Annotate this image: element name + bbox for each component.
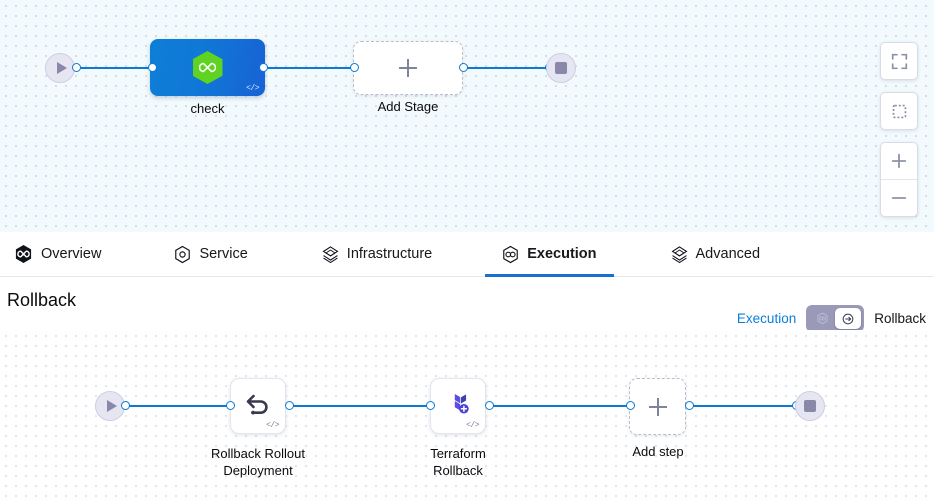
rollback-start-node[interactable]	[95, 391, 125, 421]
connector-start-to-check	[76, 67, 156, 69]
play-icon	[56, 62, 67, 74]
execution-rollback-switch[interactable]	[806, 305, 865, 332]
hexagon-filled-icon	[14, 244, 33, 264]
tab-label: Overview	[41, 246, 102, 262]
code-badge-icon: </>	[266, 421, 279, 430]
step-label-rollback-rollout-deployment: Rollback Rollout Deployment	[178, 445, 338, 479]
connector-dot	[685, 401, 694, 410]
zoom-out-button[interactable]	[881, 180, 917, 216]
fit-to-screen-button[interactable]	[881, 43, 917, 79]
tab-label: Execution	[527, 246, 597, 262]
hexagon-cycle-icon	[502, 245, 519, 264]
play-icon	[106, 400, 117, 412]
stage-label-check: check	[190, 101, 225, 116]
add-stage-label: Add Stage	[377, 99, 439, 114]
code-badge-icon: </>	[466, 421, 479, 430]
tab-execution[interactable]: Execution	[485, 232, 614, 277]
zoom-in-button[interactable]	[881, 143, 917, 179]
tab-advanced[interactable]: Advanced	[671, 232, 761, 277]
plus-icon	[891, 153, 907, 169]
connector-step1-to-step2	[288, 405, 460, 407]
divider	[881, 179, 917, 180]
step-node-terraform-rollback[interactable]: </>	[430, 378, 486, 434]
hexagon-circle-icon	[174, 245, 191, 264]
connector-dot	[72, 63, 81, 72]
connector-dot	[226, 401, 235, 410]
connector-start-to-step1	[125, 405, 230, 407]
toggle-label-rollback[interactable]: Rollback	[874, 311, 926, 326]
connector-dot	[350, 63, 359, 72]
step-label-line-2: Rollback	[433, 463, 483, 478]
connector-addstep-to-end	[688, 405, 808, 407]
pipeline-tab-bar[interactable]: Overview Service Infrastructure	[0, 232, 934, 277]
add-step-button[interactable]	[629, 378, 686, 435]
step-label-terraform-rollback: Terraform Rollback	[388, 445, 528, 479]
rollback-arrow-icon	[246, 394, 268, 415]
connector-dot	[148, 63, 157, 72]
connector-dot	[121, 401, 130, 410]
add-stage-button[interactable]	[353, 41, 463, 95]
connector-dot	[285, 401, 294, 410]
step-node-rollback-rollout-deployment[interactable]: </>	[230, 378, 286, 434]
stage-node-check[interactable]: </>	[150, 39, 265, 96]
layers-diamond-icon	[322, 245, 339, 264]
connector-step2-to-addstep	[488, 405, 630, 407]
layers-diamond-icon	[671, 245, 688, 264]
fit-to-screen-control[interactable]	[880, 42, 918, 80]
stage-canvas[interactable]: </> check Add Stage	[0, 0, 934, 232]
tab-infrastructure[interactable]: Infrastructure	[322, 232, 432, 277]
tab-label: Infrastructure	[346, 246, 433, 262]
connector-dot	[626, 401, 635, 410]
tab-overview[interactable]: Overview	[14, 232, 101, 277]
page-title: Rollback	[7, 290, 77, 310]
step-label-line-1: Rollback Rollout	[211, 446, 305, 461]
execution-icon	[817, 312, 828, 325]
plus-icon	[648, 397, 667, 416]
zoom-control-group[interactable]	[880, 142, 918, 217]
toggle-label-execution[interactable]: Execution	[736, 311, 797, 326]
connector-dot	[259, 63, 268, 72]
rollback-icon	[842, 313, 854, 324]
select-area-button[interactable]	[881, 93, 917, 129]
step-label-line-1: Terraform	[430, 446, 486, 461]
terraform-icon	[454, 393, 469, 414]
tab-label: Service	[199, 246, 248, 262]
expand-icon	[891, 53, 907, 69]
rollback-step-canvas[interactable]: </> Rollback Rollout Deployment </> Terr…	[0, 330, 934, 500]
rollback-header-bar	[0, 277, 934, 330]
step-label-line-2: Deployment	[223, 463, 293, 478]
harness-hexagon-icon	[192, 51, 223, 84]
rollback-end-node[interactable]	[795, 391, 825, 421]
switch-segment-execution[interactable]	[809, 308, 835, 329]
code-badge-icon: </>	[246, 84, 259, 93]
tab-service[interactable]: Service	[174, 232, 248, 277]
tab-label: Advanced	[695, 246, 761, 262]
plus-icon	[399, 59, 417, 77]
connector-addstage-to-end	[460, 67, 560, 69]
connector-dot	[426, 401, 435, 410]
connector-dot	[485, 401, 494, 410]
switch-segment-rollback[interactable]	[835, 308, 862, 329]
pipeline-start-node[interactable]	[45, 53, 75, 83]
connector-dot	[459, 63, 468, 72]
minus-icon	[891, 197, 907, 199]
connector-check-to-addstage	[262, 67, 358, 69]
execution-rollback-toggle-row[interactable]: Execution Rollback	[737, 305, 926, 332]
stop-icon	[804, 400, 816, 412]
select-area-control[interactable]	[880, 92, 918, 130]
dashed-square-icon	[892, 104, 906, 118]
stop-icon	[555, 62, 567, 74]
pipeline-end-node[interactable]	[546, 53, 576, 83]
add-step-label: Add step	[632, 444, 684, 459]
